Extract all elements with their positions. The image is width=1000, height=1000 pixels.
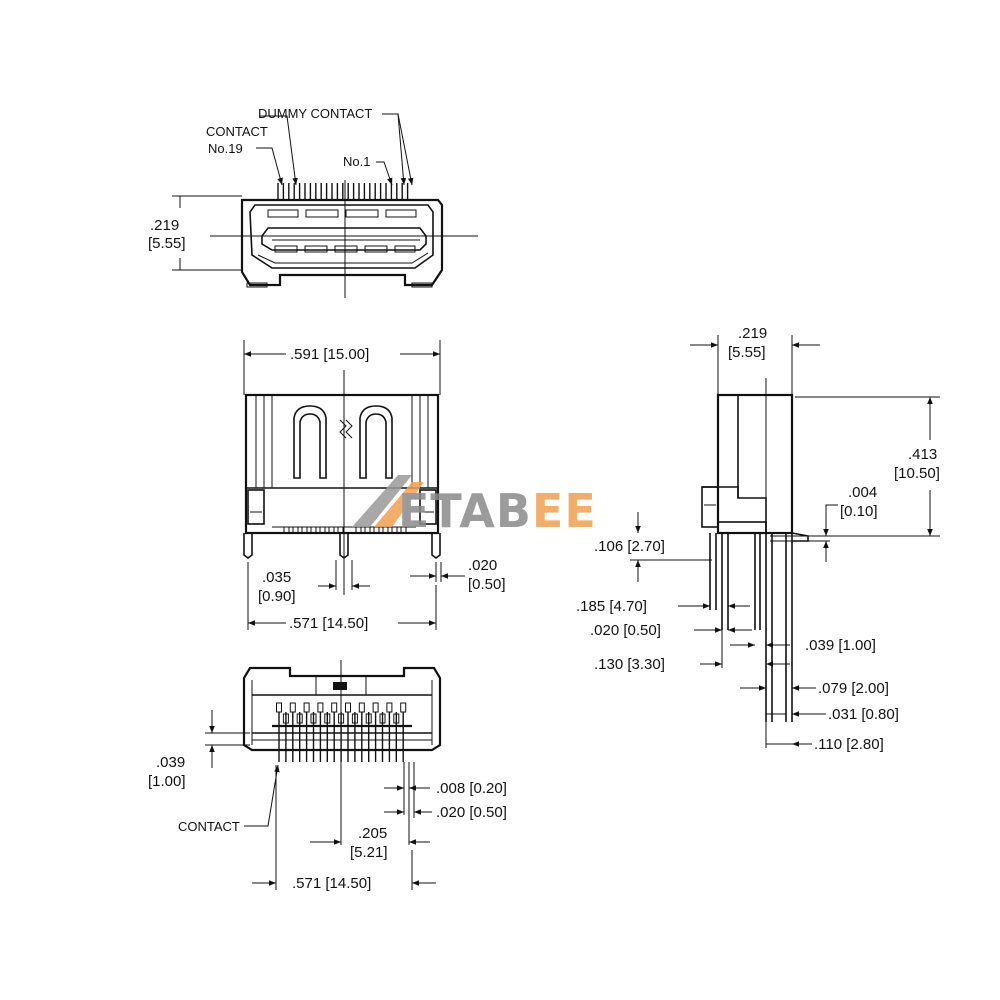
label-contact-top: CONTACT bbox=[206, 124, 268, 139]
front-latch-left bbox=[293, 405, 327, 479]
bottom-dim-039-in: .039 bbox=[156, 754, 185, 771]
front-side-tab-right bbox=[419, 489, 437, 525]
side-dim-gap-in: .004 bbox=[848, 484, 877, 501]
side-contact-tail-b bbox=[785, 533, 793, 722]
front-center-notch bbox=[339, 419, 353, 439]
label-no1: No.1 bbox=[343, 154, 370, 169]
side-dim-185: .185 [4.70] bbox=[576, 598, 647, 615]
side-mount-leg-outer bbox=[709, 533, 717, 610]
side-shell-step bbox=[702, 486, 767, 533]
top-opening-inner-lip bbox=[257, 252, 429, 264]
bottom-housing bbox=[242, 666, 442, 752]
bottom-dim-width: .571 [14.50] bbox=[292, 875, 371, 892]
bottom-contact-pad-lower bbox=[324, 713, 331, 724]
front-dim-pin-in: .020 bbox=[468, 557, 497, 574]
top-tongue-contacts bbox=[272, 239, 420, 253]
watermark-text-main: ETAB bbox=[398, 484, 532, 538]
bottom-contact-pad-upper bbox=[317, 702, 324, 713]
top-view: .219 [5.55] DUMMY CONTACT CONTACT No.19 … bbox=[148, 106, 478, 298]
side-dim-031: .031 [0.80] bbox=[828, 706, 899, 723]
side-contact-pin bbox=[754, 533, 761, 630]
side-dim-height-in: .413 bbox=[908, 446, 937, 463]
leader-contact19 bbox=[256, 147, 283, 186]
front-dim-pin-mm: [0.50] bbox=[468, 576, 506, 593]
leader-no1 bbox=[376, 161, 393, 186]
bottom-contact-pad-lower bbox=[393, 713, 400, 724]
bottom-dim-205-in: .205 bbox=[358, 825, 387, 842]
bottom-contact-pad-upper bbox=[345, 702, 351, 713]
side-base-block bbox=[717, 521, 767, 534]
label-contact-bottom: CONTACT bbox=[178, 819, 240, 834]
bottom-contact-pad-lower bbox=[296, 713, 303, 724]
watermark-text-accent: EE bbox=[532, 484, 597, 538]
front-mount-leg-right bbox=[431, 533, 441, 559]
bottom-contact-rows bbox=[272, 702, 412, 762]
bottom-contact-pad-upper bbox=[303, 702, 310, 713]
top-contact-tongue bbox=[261, 227, 427, 251]
side-dim-110: .110 [2.80] bbox=[814, 736, 884, 753]
front-latch-right bbox=[359, 405, 393, 479]
side-dim-004-leader bbox=[823, 504, 838, 536]
bottom-dim-039-mm: [1.00] bbox=[148, 773, 186, 790]
side-housing bbox=[716, 393, 794, 535]
top-dim-height-in: .219 bbox=[150, 217, 179, 234]
bottom-contact-pad-upper bbox=[386, 702, 393, 713]
bottom-contact-pad-lower bbox=[282, 713, 289, 724]
front-dim-width: .591 [15.00] bbox=[290, 346, 369, 363]
bottom-dim-008: .008 [0.20] bbox=[436, 780, 507, 797]
side-contact-foot bbox=[791, 532, 809, 542]
front-side-tab-left bbox=[247, 489, 265, 525]
top-receptacle-opening bbox=[249, 204, 434, 269]
leader-dummy-right-a bbox=[382, 113, 407, 186]
top-foot-right bbox=[411, 282, 433, 288]
bottom-view: .039 [1.00] CONTACT .008 [0.20] .020 [0.… bbox=[148, 660, 507, 892]
front-dim-pitch-in: .035 bbox=[262, 569, 291, 586]
leader-dummy-left bbox=[260, 115, 298, 186]
side-contact-tail-a bbox=[765, 533, 773, 722]
top-housing-outline bbox=[240, 198, 444, 287]
watermark-logo: ETABEE bbox=[352, 475, 597, 538]
side-dim-020: .020 [0.50] bbox=[590, 622, 661, 639]
side-dim-gap-mm: [0.10] bbox=[840, 503, 878, 520]
side-dim-106: .106 [2.70] bbox=[594, 538, 665, 555]
side-dim-130: .130 [3.30] bbox=[594, 656, 665, 673]
bottom-contact-pad-lower bbox=[365, 713, 372, 724]
front-housing-ribs bbox=[246, 395, 438, 489]
top-upper-slots bbox=[267, 209, 417, 218]
front-view: .591 [15.00] .0 bbox=[243, 340, 506, 632]
bottom-contact-pad-upper bbox=[400, 702, 407, 713]
side-dim-width-mm: [5.55] bbox=[728, 344, 766, 361]
leader-dummy-right-b bbox=[397, 113, 414, 186]
bottom-contact-pad-lower bbox=[379, 713, 386, 724]
top-dim-height-mm: [5.55] bbox=[148, 235, 186, 252]
bottom-contact-pad-upper bbox=[372, 702, 379, 713]
side-dim-width-in: .219 bbox=[738, 325, 767, 342]
bottom-dim-205-mm: [5.21] bbox=[350, 844, 388, 861]
side-view: .219 [5.55] .413 [10.50] .004 [0.10] bbox=[576, 325, 940, 753]
bottom-contact-pad-upper bbox=[276, 702, 282, 713]
front-dim-pitch-mm: [0.90] bbox=[258, 588, 296, 605]
bottom-contact-pad-lower bbox=[310, 713, 317, 724]
bottom-contact-pad-lower bbox=[351, 713, 358, 724]
top-foot-left bbox=[246, 282, 268, 288]
side-dim-height-mm: [10.50] bbox=[894, 465, 940, 482]
bottom-contact-pad-upper bbox=[289, 702, 296, 713]
side-dim-079: .079 [2.00] bbox=[818, 680, 889, 697]
label-dummy-contact: DUMMY CONTACT bbox=[258, 106, 372, 121]
front-mount-leg-left bbox=[243, 533, 253, 559]
bottom-dim-020: .020 [0.50] bbox=[436, 804, 507, 821]
top-view-contact-pins bbox=[277, 183, 409, 200]
label-no19: No.19 bbox=[208, 141, 243, 156]
front-dim-bottom-width: .571 [14.50] bbox=[289, 615, 368, 632]
bottom-contact-leader bbox=[244, 764, 280, 827]
side-mount-leg-inner bbox=[721, 533, 729, 630]
watermark-text: ETABEE bbox=[398, 484, 597, 538]
side-dim-039: .039 [1.00] bbox=[805, 637, 876, 654]
bottom-contact-pad-upper bbox=[358, 702, 365, 713]
side-tab bbox=[701, 486, 719, 528]
bottom-center-key bbox=[333, 682, 347, 690]
bottom-contact-pad-upper bbox=[331, 702, 338, 713]
